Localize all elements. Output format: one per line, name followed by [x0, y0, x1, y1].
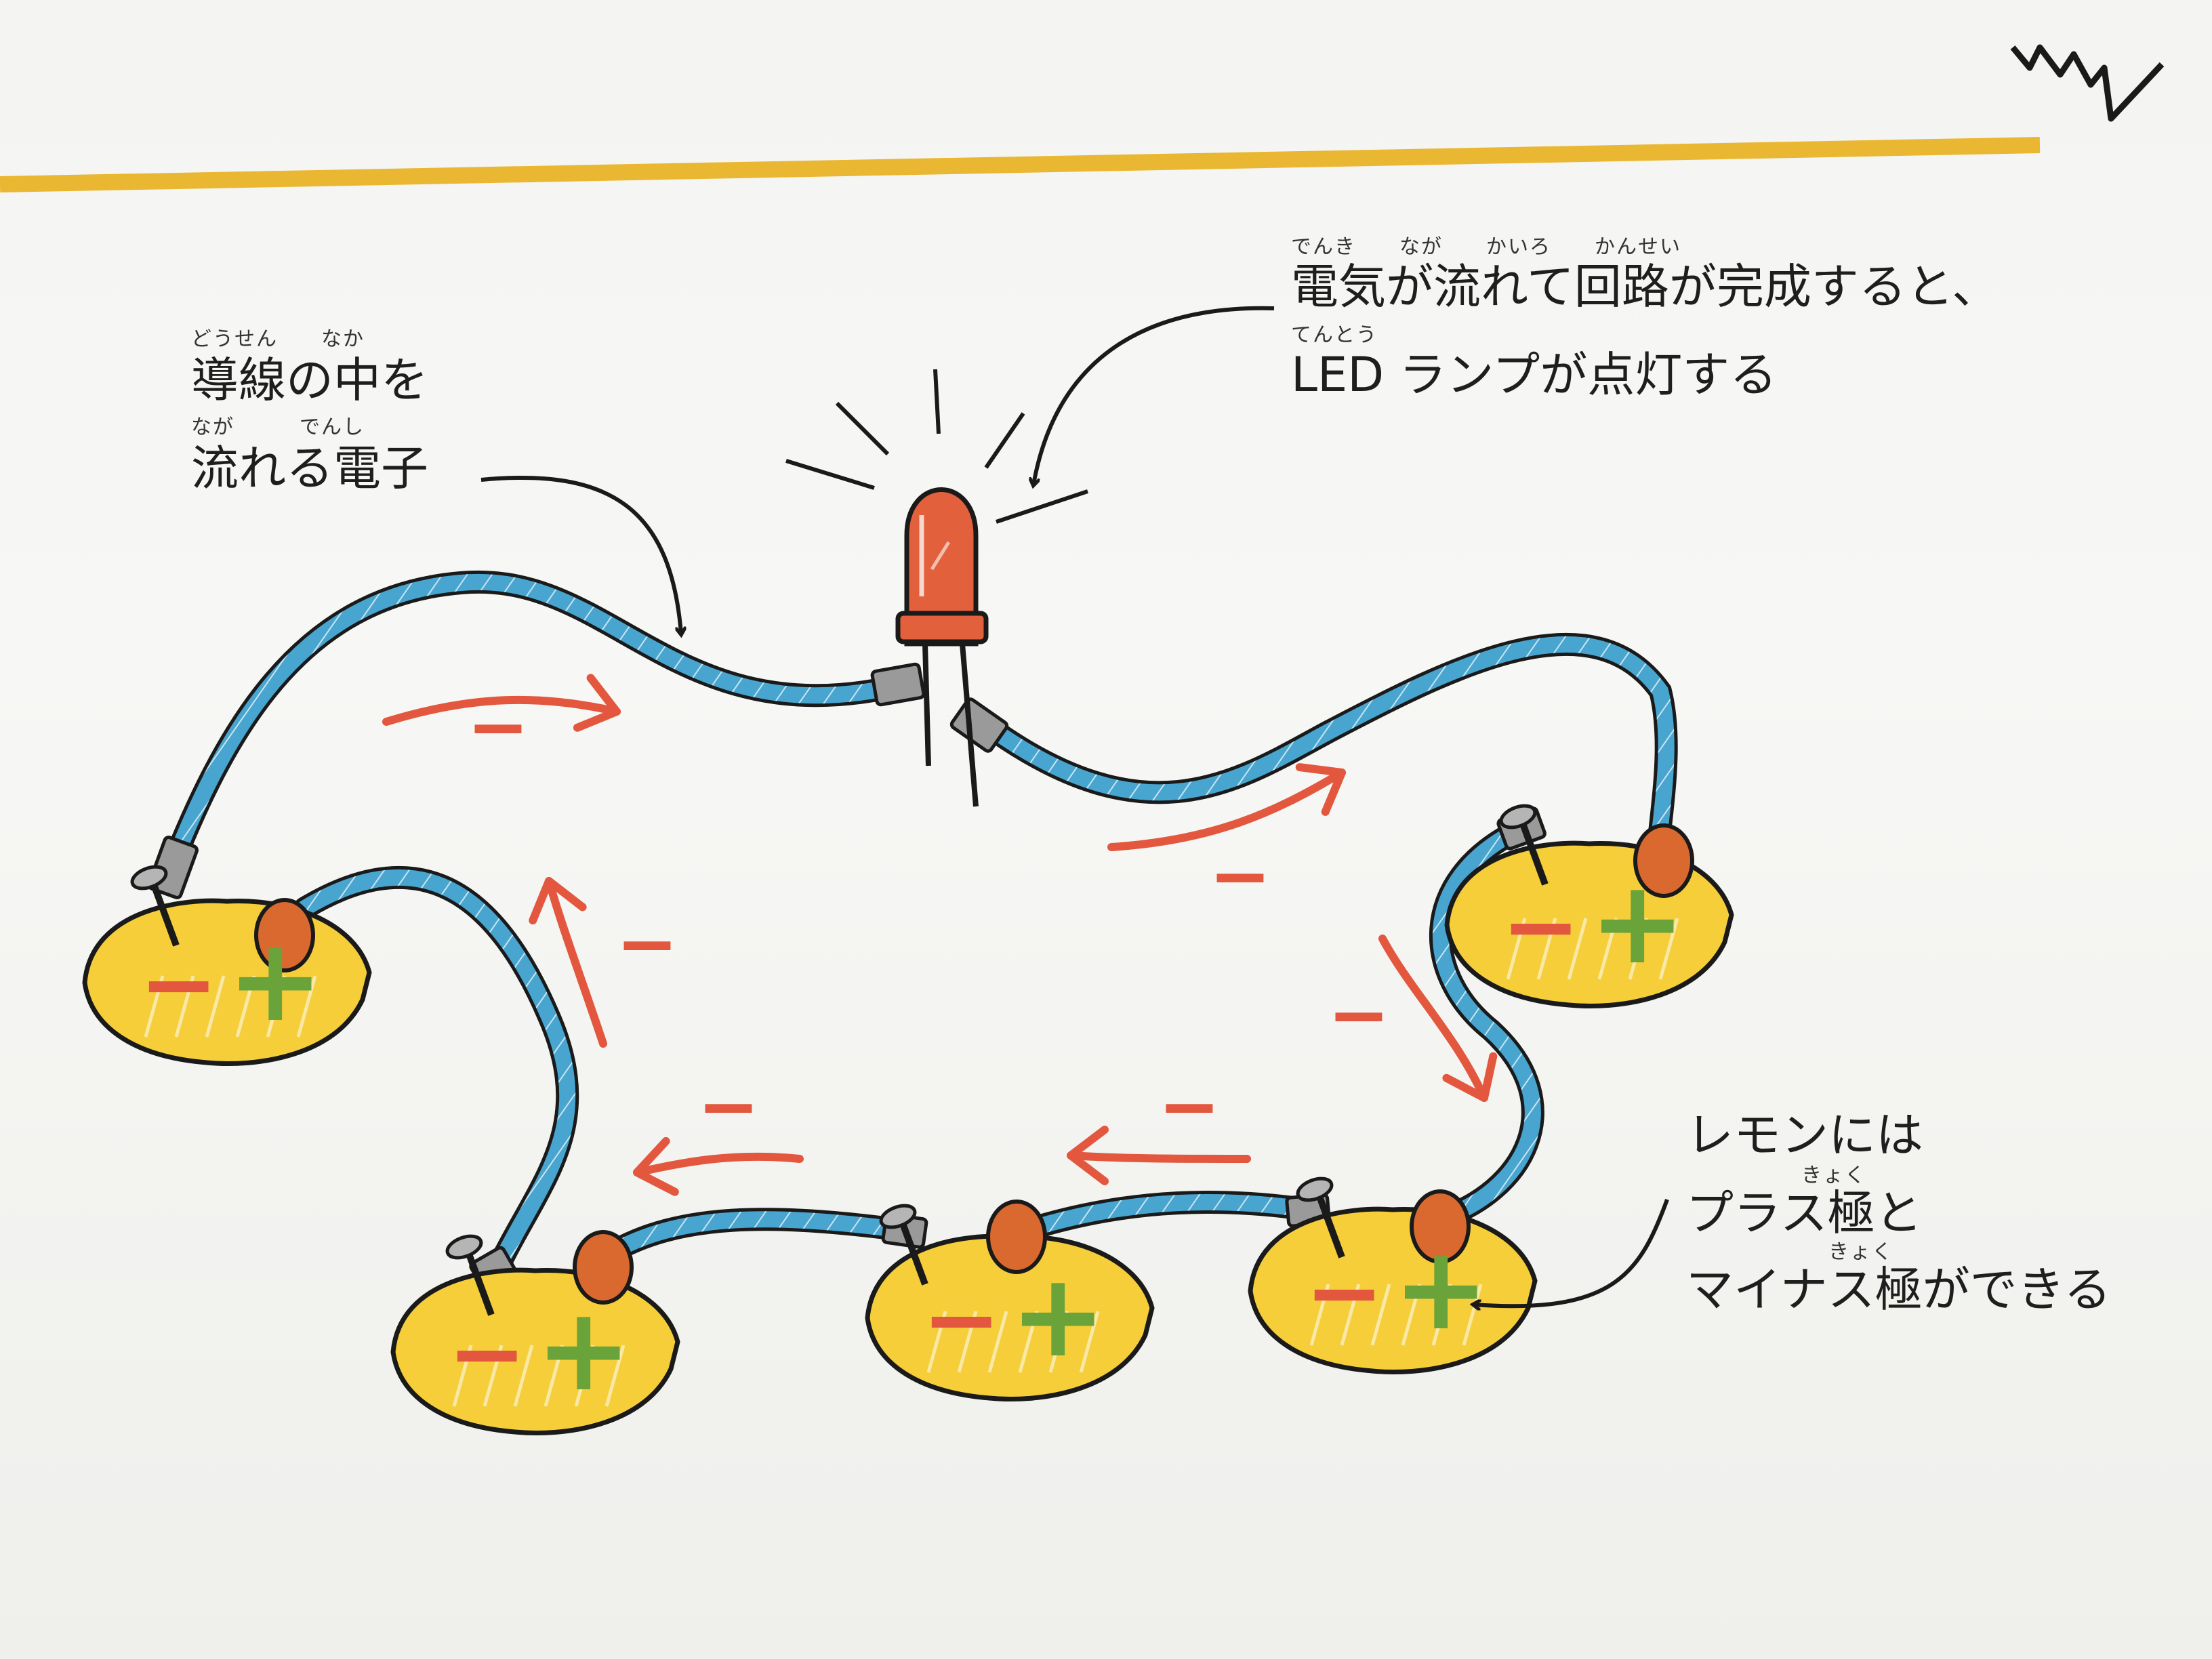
- top-yellow-rule: [0, 137, 2041, 192]
- label-lemon-ruby-2: きょく: [1801, 1164, 1866, 1187]
- lemon-plus-sign: +: [535, 1283, 632, 1417]
- electron-label: −: [616, 900, 678, 987]
- label-led-line-1: 電気が流れて回路が完成すると、: [1291, 259, 2000, 314]
- label-lemon-line-1: レモンには: [1686, 1107, 1923, 1163]
- lemon-minus-sign: −: [139, 929, 218, 1040]
- lemon-plus-sign: +: [1010, 1249, 1106, 1383]
- label-electrons-line-2: 流れる電子: [191, 441, 428, 496]
- electron-flow-arrow-6: −: [529, 877, 678, 1048]
- label-lemon-line-3: マイナス極ができる: [1686, 1262, 2112, 1317]
- label-electrons-ruby-2: なが でんし: [191, 415, 365, 439]
- label-electrons-in-wire: どうせん なか 導線の中を なが でんし 流れる電子: [191, 329, 516, 506]
- led-glow-ray: [996, 489, 1088, 524]
- lemon-battery-3: −+: [1248, 1176, 1538, 1374]
- led-lamp-icon: [785, 369, 1088, 807]
- lemons: −+−+−+−+−+: [82, 804, 1734, 1435]
- lemon-plus-sign: +: [1393, 1222, 1489, 1356]
- led-glow-ray: [984, 412, 1025, 469]
- electron-label: −: [1209, 832, 1271, 919]
- electron-flow-arrow-3: −: [1328, 935, 1498, 1102]
- lemon-minus-sign: −: [922, 1265, 1001, 1375]
- electron-label: −: [1158, 1063, 1221, 1149]
- lemon-plus-sign: +: [1589, 856, 1685, 990]
- electron-label: −: [467, 683, 529, 770]
- lemon-minus-sign: −: [1501, 872, 1580, 982]
- electron-flow-arrow-2: −: [1107, 763, 1346, 919]
- lemon-plus-sign: +: [227, 914, 323, 1048]
- label-led-ruby-2: てんとう: [1291, 323, 1378, 347]
- electron-flow-arrow-5: −: [633, 1063, 804, 1196]
- lemon-battery-1: −+: [82, 865, 372, 1066]
- wires: [147, 570, 1678, 1292]
- label-lemon-line-2: プラス極と: [1686, 1185, 1923, 1241]
- electron-flow-arrow-1: −: [382, 674, 621, 770]
- electron-flow-arrow-4: −: [1067, 1063, 1251, 1185]
- label-lemon-poles: レモンには きょく プラス極と きょく マイナス極ができる: [1686, 1111, 2160, 1335]
- label-led-line-2: LED ランプが点灯する: [1291, 347, 1778, 403]
- electron-label: −: [697, 1063, 760, 1149]
- label-led-ruby-1: でんき なが かいろ かんせい: [1291, 235, 1681, 259]
- led-glow-ray: [785, 459, 875, 490]
- label-electrons-line-1: 導線の中を: [191, 352, 428, 408]
- electron-label: −: [1328, 971, 1390, 1058]
- led-glow-ray: [933, 369, 941, 434]
- label-lemon-ruby-3: きょく: [1828, 1240, 1893, 1264]
- lemon-battery-5: −+: [390, 1230, 680, 1435]
- callout-arrow-electrons: [480, 476, 681, 634]
- lemon-minus-sign: −: [447, 1298, 527, 1409]
- callout-arrow-lemon: [1474, 1198, 1669, 1306]
- callout-arrow-led: [1033, 306, 1275, 485]
- electron-flow-arrows: −−−−−−: [382, 674, 1498, 1196]
- zigzag-doodle-icon: [2010, 44, 2165, 122]
- lemon-battery-2: −+: [1444, 804, 1734, 1008]
- wire-led-to-lemon2: [985, 632, 1678, 872]
- lemon-minus-sign: −: [1305, 1237, 1384, 1348]
- led-glow-ray: [835, 401, 890, 456]
- label-led-lights-up: でんき なが かいろ かんせい 電気が流れて回路が完成すると、 てんとう LED…: [1291, 237, 2036, 407]
- callout-arrows: [480, 306, 1669, 1307]
- lemon-battery-4: −+: [865, 1200, 1155, 1401]
- label-electrons-ruby-1: どうせん なか: [191, 327, 365, 351]
